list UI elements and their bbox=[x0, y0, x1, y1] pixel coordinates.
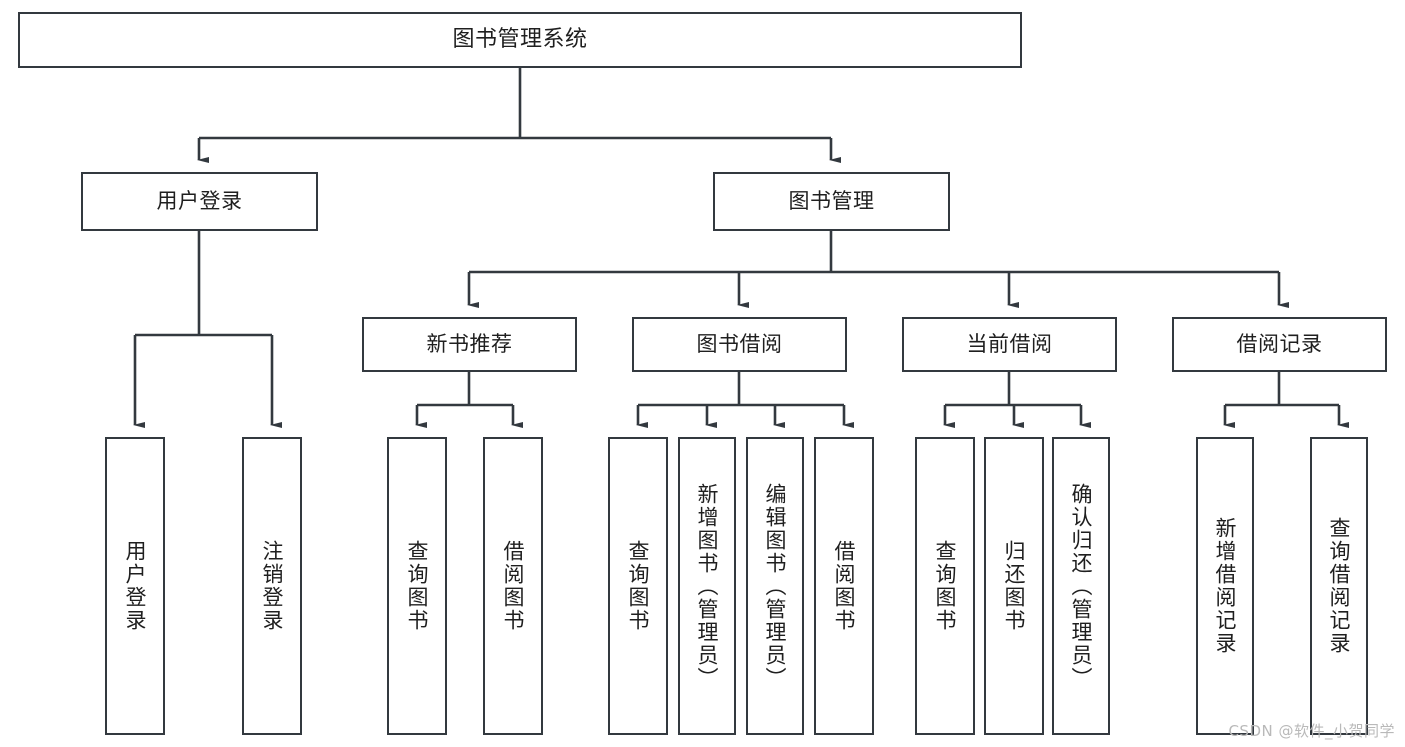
leaf-query-book-current-label: 查询图书 bbox=[933, 540, 958, 632]
leaf-edit-book-admin[interactable]: 编辑图书（管理员） bbox=[746, 437, 804, 735]
leaf-query-borrow-record-label: 查询借阅记录 bbox=[1327, 517, 1352, 655]
leaf-add-book-admin-label: 新增图书（管理员） bbox=[695, 482, 720, 690]
leaf-add-borrow-record[interactable]: 新增借阅记录 bbox=[1196, 437, 1254, 735]
leaf-borrow-book[interactable]: 借阅图书 bbox=[814, 437, 874, 735]
leaf-user-login-label: 用户登录 bbox=[123, 540, 148, 632]
node-book-borrow-label: 图书借阅 bbox=[696, 332, 783, 357]
node-root-label: 图书管理系统 bbox=[452, 27, 588, 53]
leaf-borrow-book-rec-label: 借阅图书 bbox=[501, 540, 526, 632]
leaf-confirm-return-admin-label: 确认归还（管理员） bbox=[1069, 482, 1094, 690]
leaf-logout-login[interactable]: 注销登录 bbox=[242, 437, 302, 735]
node-new-book-recommend[interactable]: 新书推荐 bbox=[362, 317, 577, 372]
leaf-return-book-label: 归还图书 bbox=[1002, 540, 1027, 632]
leaf-query-book-rec[interactable]: 查询图书 bbox=[387, 437, 447, 735]
node-borrow-record[interactable]: 借阅记录 bbox=[1172, 317, 1387, 372]
leaf-query-borrow-record[interactable]: 查询借阅记录 bbox=[1310, 437, 1368, 735]
leaf-logout-login-label: 注销登录 bbox=[260, 540, 285, 632]
node-user-login[interactable]: 用户登录 bbox=[81, 172, 318, 231]
leaf-user-login[interactable]: 用户登录 bbox=[105, 437, 165, 735]
leaf-query-book-borrow[interactable]: 查询图书 bbox=[608, 437, 668, 735]
leaf-add-borrow-record-label: 新增借阅记录 bbox=[1213, 517, 1238, 655]
node-borrow-record-label: 借阅记录 bbox=[1236, 332, 1323, 357]
node-user-login-label: 用户登录 bbox=[156, 189, 243, 214]
node-root[interactable]: 图书管理系统 bbox=[18, 12, 1022, 68]
node-current-borrow-label: 当前借阅 bbox=[966, 332, 1053, 357]
leaf-add-book-admin[interactable]: 新增图书（管理员） bbox=[678, 437, 736, 735]
leaf-edit-book-admin-label: 编辑图书（管理员） bbox=[763, 482, 788, 690]
watermark: CSDN @软件_小贺同学 bbox=[1228, 722, 1395, 740]
leaf-return-book[interactable]: 归还图书 bbox=[984, 437, 1044, 735]
leaf-borrow-book-rec[interactable]: 借阅图书 bbox=[483, 437, 543, 735]
node-new-book-recommend-label: 新书推荐 bbox=[426, 332, 513, 357]
leaf-borrow-book-label: 借阅图书 bbox=[832, 540, 857, 632]
node-book-manage[interactable]: 图书管理 bbox=[713, 172, 950, 231]
node-current-borrow[interactable]: 当前借阅 bbox=[902, 317, 1117, 372]
leaf-query-book-current[interactable]: 查询图书 bbox=[915, 437, 975, 735]
leaf-query-book-borrow-label: 查询图书 bbox=[626, 540, 651, 632]
node-book-manage-label: 图书管理 bbox=[788, 189, 875, 214]
node-book-borrow[interactable]: 图书借阅 bbox=[632, 317, 847, 372]
leaf-query-book-rec-label: 查询图书 bbox=[405, 540, 430, 632]
leaf-confirm-return-admin[interactable]: 确认归还（管理员） bbox=[1052, 437, 1110, 735]
